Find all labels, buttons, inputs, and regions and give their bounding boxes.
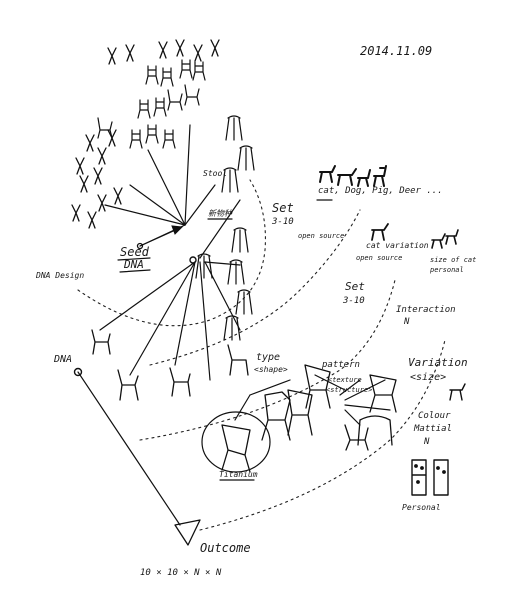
type-shapes-label: <shape>	[254, 365, 288, 374]
date-label: 2014.11.09	[360, 44, 432, 58]
central-node	[189, 256, 197, 264]
set2-range-label: 3-10	[342, 296, 365, 306]
chair-variants-top	[71, 39, 220, 229]
cat-variation-label: cat variation	[366, 241, 429, 250]
seed-underline	[117, 257, 151, 261]
type-label: type	[256, 352, 280, 363]
dna-underline	[119, 269, 151, 273]
interaction-label: Interaction	[396, 305, 456, 315]
material-label: Mattial	[413, 424, 452, 434]
orbit-arc-2	[149, 209, 361, 366]
seed-arrow	[136, 225, 184, 250]
dna-left-label: DNA	[53, 354, 72, 365]
formula-label: 10 × 10 × N × N	[140, 568, 222, 578]
titanium-highlight	[201, 411, 271, 473]
interaction-n-label: N	[403, 317, 410, 327]
variation-size-label: <size>	[410, 372, 446, 383]
set2-label: Set	[345, 280, 365, 293]
cat-dog-label: cat, Dog, Pig, Deer ...	[318, 186, 443, 196]
dna-design-label: DNA Design	[35, 271, 84, 280]
chair-variants-bottom	[91, 329, 249, 401]
dna-to-outcome-vector	[73, 367, 201, 546]
seed-label: Seed	[120, 245, 150, 259]
open-source-2-label: open source	[356, 254, 402, 262]
orbit-arc-4	[199, 339, 446, 531]
animal-sketches	[319, 165, 466, 401]
size-of-cat-label: size of cat	[430, 256, 476, 264]
seed-dna-label: DNA	[123, 258, 144, 271]
small-chinese-label: 新物种	[208, 209, 233, 218]
outcome-label: Outcome	[200, 541, 251, 555]
set1-label: Set	[272, 201, 294, 215]
personal-1-label: personal	[430, 266, 464, 274]
titanium-label: Titanium	[219, 470, 258, 479]
structure-label: <structure>	[326, 386, 372, 394]
stool-variants	[195, 115, 255, 341]
pattern-label: pattern	[321, 360, 360, 370]
stool-label: Stool	[203, 169, 227, 178]
personal-2-label: Personal	[402, 503, 441, 512]
open-source-1-label: open source	[298, 232, 344, 240]
set1-range-label: 3-10	[271, 217, 294, 227]
colour-n-label: N	[423, 437, 430, 447]
orbit-arc-1	[77, 179, 266, 327]
texture-label: <texture	[328, 376, 362, 384]
colour-label: Colour	[418, 411, 451, 421]
variation-label: Variation	[408, 356, 468, 369]
